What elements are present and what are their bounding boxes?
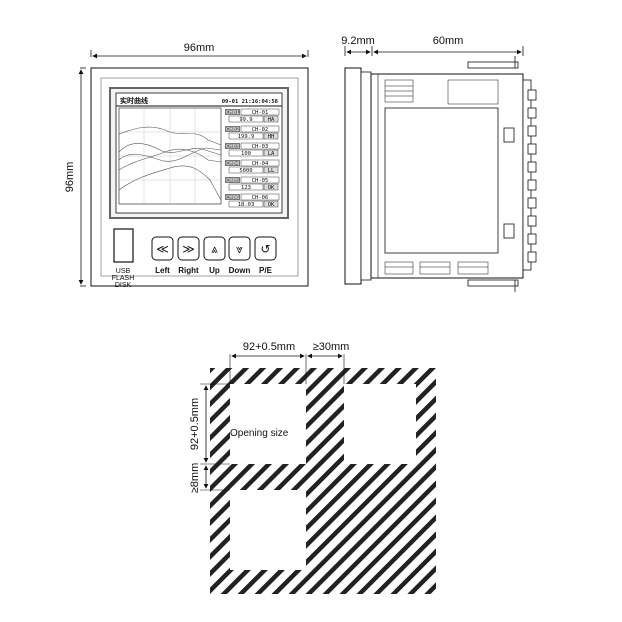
channel-status: HH <box>268 134 275 140</box>
channel-name: CH-03 <box>252 144 269 150</box>
trend-curves <box>118 126 222 201</box>
return-icon: ↺ <box>260 242 270 256</box>
usb-label-line1: USB <box>116 268 131 275</box>
up-button-label: Up <box>209 266 220 275</box>
double-up-icon: ⩓ <box>211 242 218 256</box>
channel-id: CH06 <box>226 195 239 201</box>
left-button[interactable]: ≪ Left <box>151 236 174 275</box>
channel-name: CH-04 <box>252 161 269 167</box>
panel-cutout: 92+0.5mm ≥30mm 92+0.5mm ≥8mm Opening siz… <box>189 341 436 594</box>
mounting-clamp <box>467 56 519 292</box>
usb-slot[interactable] <box>113 228 134 263</box>
channel-id: CH01 <box>226 110 239 116</box>
front-height-label: 96mm <box>64 162 76 193</box>
opening-top-left <box>230 384 306 464</box>
left-button-label: Left <box>155 266 170 275</box>
trend-chart <box>118 107 222 205</box>
channel-status: HA <box>268 117 275 123</box>
cutout-gap-label: ≥30mm <box>313 341 350 353</box>
up-button[interactable]: ⩓ Up <box>203 236 226 275</box>
channel-row: CH03 CH-03 100 LA <box>225 142 280 157</box>
channel-status: LL <box>268 168 275 174</box>
down-button-label: Down <box>229 266 251 275</box>
channel-name: CH-01 <box>252 110 269 116</box>
channel-value: 123 <box>241 185 251 191</box>
opening-top-right <box>344 384 416 464</box>
pe-button-label: P/E <box>259 266 273 275</box>
cutout-width-label: 92+0.5mm <box>243 341 295 353</box>
channel-name: CH-06 <box>252 195 269 201</box>
down-button[interactable]: ⩔ Down <box>228 236 251 275</box>
channel-value: 99.9 <box>239 117 252 123</box>
cutout-height-label: 92+0.5mm <box>189 398 201 450</box>
right-button-label: Right <box>178 266 199 275</box>
channel-name: CH-02 <box>252 127 269 133</box>
channel-row: CH05 CH-05 123 OK <box>225 176 280 191</box>
channel-status: LA <box>268 151 275 157</box>
channel-id: CH03 <box>226 144 239 150</box>
cutout-vgap-label: ≥8mm <box>189 463 201 493</box>
channel-value: 5000 <box>239 168 252 174</box>
terminal-block <box>503 79 537 271</box>
channel-id: CH05 <box>226 178 239 184</box>
side-label-panel <box>384 107 499 254</box>
opening-size-label: Opening size <box>230 428 289 439</box>
double-right-icon: ≫ <box>182 242 195 256</box>
bezel-side <box>344 67 362 285</box>
side-view: 9.2mm 60mm <box>341 35 537 292</box>
pe-button[interactable]: ↺ P/E <box>254 236 277 275</box>
channel-value: 100 <box>241 151 251 157</box>
channel-row: CH01 CH-01 99.9 HA <box>225 108 280 123</box>
double-down-icon: ⩔ <box>236 242 243 256</box>
opening-bottom-left <box>230 490 306 570</box>
channel-row: CH06 CH-06 18.03 OK <box>225 193 280 208</box>
body-depth-label: 60mm <box>433 35 464 47</box>
usb-label-line3: DISK <box>115 282 132 289</box>
front-width-label: 96mm <box>184 42 215 54</box>
channel-id: CH04 <box>226 161 240 167</box>
channel-row: CH02 CH-02 199.9 HH <box>225 125 280 140</box>
channel-value: 199.9 <box>238 134 255 140</box>
channel-name: CH-05 <box>252 178 269 184</box>
front-view: 96mm 96mm 实时曲线 09-01 21:16:04:58 <box>64 42 309 289</box>
channel-value: 18.03 <box>238 202 255 208</box>
usb-label-line2: FLASH <box>112 275 135 282</box>
screen-datetime: 09-01 21:16:04:58 <box>222 99 278 105</box>
double-left-icon: ≪ <box>156 242 169 256</box>
channel-status: OK <box>268 185 275 191</box>
channel-status: OK <box>268 202 275 208</box>
front-depth-label: 9.2mm <box>341 35 375 47</box>
channel-row: CH04 CH-04 5000 LL <box>225 159 280 174</box>
screen-title: 实时曲线 <box>120 96 148 105</box>
channel-list: CH01 CH-01 99.9 HA CH02 CH-02 199.9 HH <box>225 108 280 208</box>
channel-id: CH02 <box>226 127 239 133</box>
right-button[interactable]: ≫ Right <box>177 236 200 275</box>
